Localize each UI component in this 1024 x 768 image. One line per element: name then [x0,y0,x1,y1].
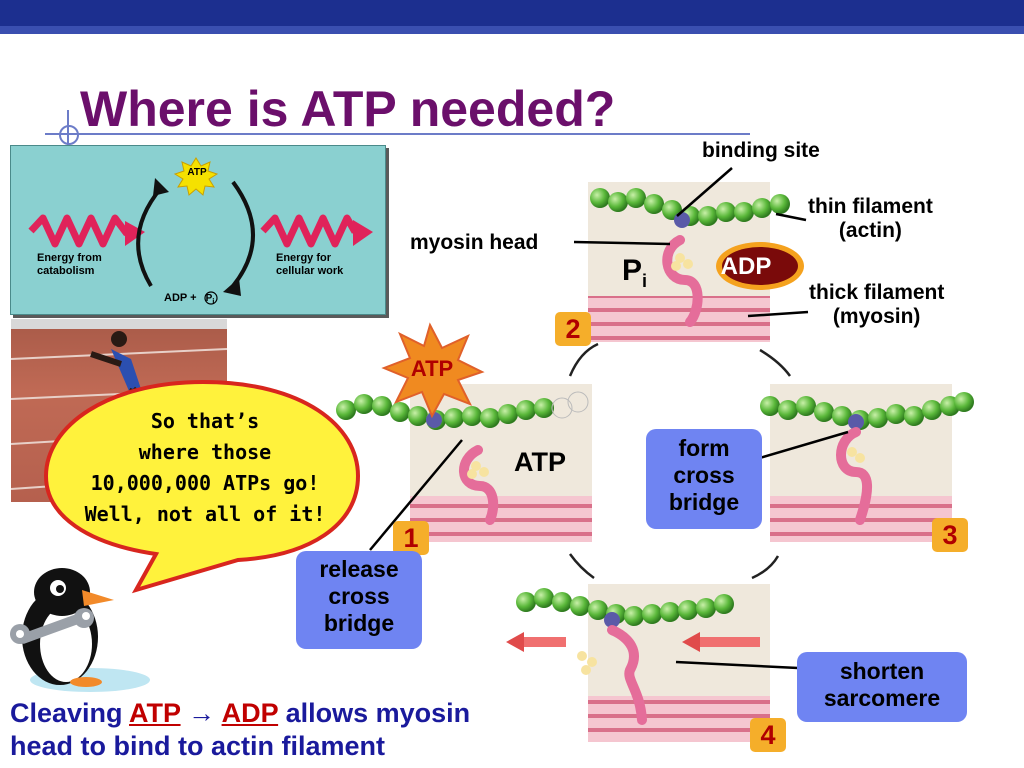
shorten-pointer [675,660,799,670]
title-underline [45,133,750,135]
inset-pi-letter: P [205,293,213,304]
inset-pi-sub: i [212,297,215,307]
cycle-arrow-4-to-1 [568,553,595,580]
caption-line2: head to bind to actin filament [10,731,386,761]
binding-site-label: binding site [702,139,820,162]
atp-cycle-inset: ATP Energy from catabolism Energy for ce… [10,145,386,315]
form-line2: cross [673,462,735,488]
caption-arrow: → [180,698,222,728]
thick-filament-pointer [747,310,809,318]
step-number-3: 3 [932,518,968,552]
left-arrow-head-icon [125,221,145,246]
caption-adp: ADP [221,698,279,728]
release-bridge-pointer [369,439,463,551]
right-zigzag-arrow [260,214,359,248]
bubble-line3: 10,000,000 ATPs go! [90,471,320,495]
inset-bottom-label: ADP + Pi [164,292,214,306]
panel-step-2 [588,182,790,342]
cycle-arc-right [231,180,255,288]
cycle-arc-left [136,186,163,288]
thin-filament-pointer [775,212,807,222]
thick-filament-line1: thick filament [809,281,945,304]
panel-step-4 [506,584,770,742]
left-zigzag-arrow [28,214,130,248]
caption-atp: ATP [129,698,181,728]
panel-step-3 [760,384,974,542]
crossbridge-cycle-diagram [336,167,974,742]
atp-starburst-icon [381,322,485,419]
thick-filament-label: thick filament (myosin) [809,281,944,329]
bubble-line4: Well, not all of it! [84,502,326,526]
release-line3: bridge [323,610,395,636]
slide-caption: Cleaving ATP → ADP allows myosin head to… [10,697,470,763]
release-cross-bridge-box: release cross bridge [296,551,422,649]
release-line1: release [319,556,399,582]
cycle-arrowhead-up-icon [153,178,169,196]
release-line2: cross [328,583,390,609]
cycle-arrow-3-to-4 [751,555,780,580]
slide-title: Where is ATP needed? [80,81,616,137]
inset-right-caption: Energy for cellular work [276,252,343,278]
cycle-arrow-1-to-2 [568,342,599,377]
form-line1: form [678,435,730,461]
speech-bubble [43,379,361,594]
atp-panel-label: ATP [514,447,566,477]
inset-left-caption-line2: catabolism [37,265,95,277]
header-bar-stripe [0,26,1024,34]
header-bar [0,0,1024,26]
bubble-line1: So that’s [150,409,260,433]
binding-site-pointer [676,167,733,217]
thin-filament-line1: thin filament [808,195,933,218]
step-number-1: 1 [393,521,429,555]
form-line3: bridge [668,489,740,515]
thin-filament-line2: (actin) [838,219,902,242]
atp-starburst-icon [173,157,219,196]
form-bridge-pointer [745,430,849,464]
form-cross-bridge-box: form cross bridge [646,429,762,529]
pi-sub: i [642,271,648,291]
right-arrow-head-icon [353,220,373,246]
adp-badge [722,247,798,285]
bubble-line2: where those [138,440,272,464]
pi-letter: P [622,254,643,287]
inset-right-caption-line1: Energy for [276,252,332,264]
shorten-sarcomere-box: shorten sarcomere [797,652,967,722]
actin-filament-top [590,188,790,228]
caption-part1: Cleaving [10,698,130,728]
wrench-icon [10,608,94,644]
phosphate-circle-icon [204,291,218,305]
shorten-line1: shorten [839,658,925,684]
cycle-arrowhead-down-icon [223,278,241,296]
myosin-head-pointer [573,240,671,246]
pi-label: Pi [622,254,647,292]
inset-adp-plus: ADP + [164,292,197,304]
caption-line1: Cleaving ATP → ADP allows myosin [10,697,470,730]
inset-atp-label: ATP [187,167,207,178]
thick-filament-line2: (myosin) [832,305,921,328]
step-number-2: 2 [555,312,591,346]
inset-right-caption-line2: cellular work [276,265,344,277]
panel-step-1 [336,384,592,542]
myosin-head-label: myosin head [410,231,539,254]
thin-filament-label: thin filament (actin) [808,195,933,243]
cycle-arrow-2-to-3 [759,348,792,377]
bubble-text: So that’s where those 10,000,000 ATPs go… [55,406,355,530]
penguin-mascot [10,568,150,692]
caption-part2: allows myosin [278,698,471,728]
atp-cycle-graphic [28,157,373,305]
inset-left-caption-line1: Energy from [37,252,102,264]
adp-badge-label: ADP [720,253,772,280]
crosshair-icon [59,125,79,145]
shorten-line2: sarcomere [823,685,941,711]
inset-left-caption: Energy from catabolism [37,252,102,278]
atp-star-label: ATP [410,356,454,381]
step-number-4: 4 [750,718,786,752]
